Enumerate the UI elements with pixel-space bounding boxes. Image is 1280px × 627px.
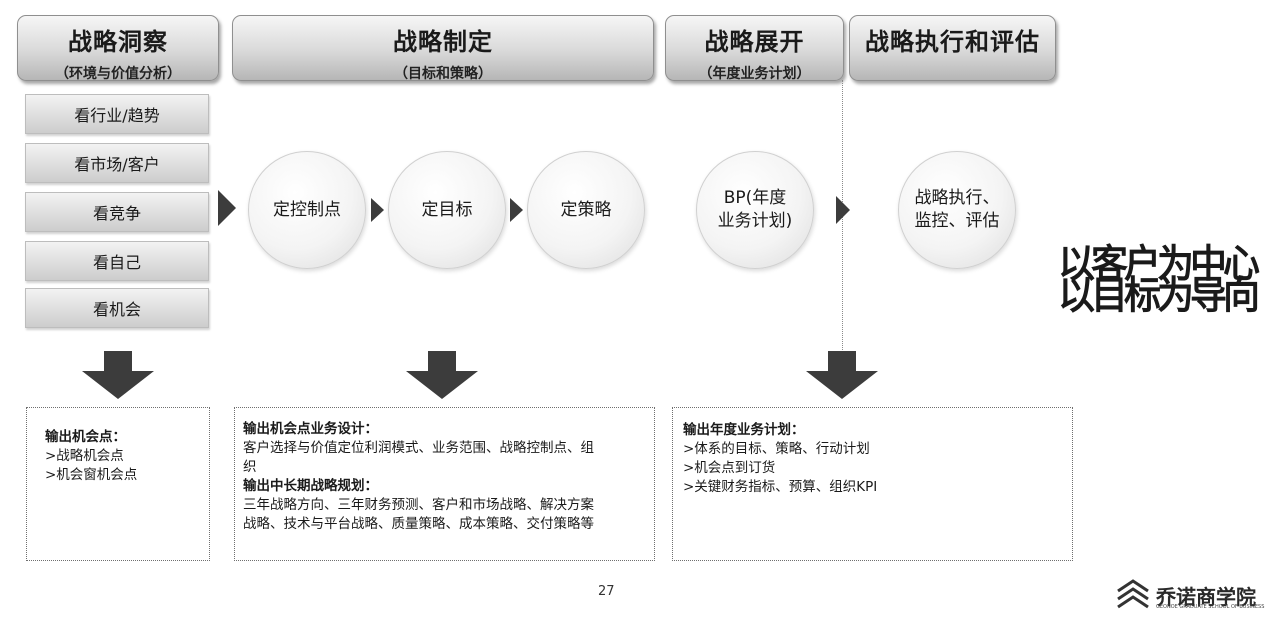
phase-title: 战略执行和评估 (865, 28, 1040, 56)
flow-arrow-icon (836, 196, 850, 224)
output-text: 客户选择与价值定位利润模式、业务范围、战略控制点、组 (243, 440, 594, 456)
down-arrow-icon (406, 351, 478, 399)
circle-label-line2: 监控、评估 (914, 211, 1000, 231)
phase-subtitle: （目标和策略） (394, 66, 492, 82)
circle-targets: 定目标 (388, 151, 506, 269)
circle-text: BP(年度 业务计划) (718, 187, 793, 233)
output-box-formulation: 输出机会点业务设计： 客户选择与价值定位利润模式、业务范围、战略控制点、组 织 … (234, 407, 655, 561)
output-item: >战略机会点 (45, 448, 124, 464)
circle-control-points: 定控制点 (248, 151, 366, 269)
circle-label-line1: 战略执行、 (914, 188, 1000, 208)
insight-item-opportunity: 看机会 (25, 288, 209, 328)
phase-title: 战略制定 (393, 28, 493, 56)
insight-item-label: 看行业/趋势 (74, 106, 160, 125)
circle-label: 定控制点 (273, 199, 341, 220)
output-item: >关键财务指标、预算、组织KPI (683, 479, 878, 495)
slogan: 以客户为中心 以目标为导向 (1058, 241, 1260, 318)
down-arrow-icon (806, 351, 878, 399)
output-heading: 输出机会点： (45, 429, 126, 445)
phase-subtitle: （年度业务计划） (698, 66, 811, 82)
output-item: >机会点到订货 (683, 460, 776, 476)
output-item: >体系的目标、策略、行动计划 (683, 441, 870, 457)
circle-text: 战略执行、 监控、评估 (915, 187, 1000, 233)
circle-bp: BP(年度 业务计划) (696, 151, 814, 269)
phase-deployment-header: 战略展开 （年度业务计划） (665, 15, 844, 82)
dotted-divider-line (842, 80, 843, 360)
flow-arrow-icon (371, 198, 384, 222)
phase-insight-header: 战略洞察 （环境与价值分析） (17, 15, 219, 82)
output-item: >机会窗机会点 (45, 467, 138, 483)
phase-execution-header: 战略执行和评估 (849, 15, 1056, 81)
slogan-line1: 以客户为中心 (1058, 241, 1260, 287)
insight-item-self: 看自己 (25, 241, 209, 281)
output-heading: 输出年度业务计划： (683, 422, 805, 438)
phase-formulation-header: 战略制定 （目标和策略） (232, 15, 654, 82)
insight-item-market: 看市场/客户 (25, 143, 209, 183)
output-box-insight: 输出机会点： >战略机会点 >机会窗机会点 (26, 407, 210, 561)
circle-strategy: 定策略 (527, 151, 645, 269)
insight-item-competition: 看竞争 (25, 192, 209, 232)
insight-item-label: 看自己 (92, 253, 141, 272)
output-box-deployment: 输出年度业务计划： >体系的目标、策略、行动计划 >机会点到订货 >关键财务指标… (672, 407, 1073, 561)
insight-item-label: 看竞争 (92, 204, 141, 223)
circle-label-line1: BP(年度 (723, 188, 787, 208)
insight-item-label: 看市场/客户 (74, 155, 160, 174)
slogan-line2: 以目标为导向 (1058, 272, 1260, 318)
down-arrow-icon (82, 351, 154, 399)
insight-item-label: 看机会 (92, 300, 141, 319)
flow-arrow-icon (218, 190, 236, 226)
output-heading: 输出机会点业务设计： (243, 421, 378, 437)
page-number: 27 (598, 584, 615, 599)
output-heading: 输出中长期战略规划： (243, 478, 378, 494)
flow-arrow-icon (510, 198, 523, 222)
insight-item-industry: 看行业/趋势 (25, 94, 209, 134)
logo-subtitle: GEONOE GRADUATE SCHOOL OF BUSINESS (1156, 604, 1265, 610)
logo-icon (1117, 579, 1149, 609)
circle-execution: 战略执行、 监控、评估 (898, 151, 1016, 269)
circle-label: 定目标 (421, 199, 473, 220)
output-text: 战略、技术与平台战略、质量策略、成本策略、交付策略等 (243, 516, 594, 532)
output-text: 织 (243, 459, 257, 475)
phase-title: 战略展开 (704, 28, 805, 56)
logo-name: 乔诺商学院 (1156, 585, 1256, 609)
circle-label: 定策略 (560, 199, 612, 220)
phase-title: 战略洞察 (68, 28, 168, 56)
circle-label-line2: 业务计划) (717, 211, 793, 231)
output-text: 三年战略方向、三年财务预测、客户和市场战略、解决方案 (243, 497, 594, 513)
phase-subtitle: （环境与价值分析） (55, 66, 181, 82)
